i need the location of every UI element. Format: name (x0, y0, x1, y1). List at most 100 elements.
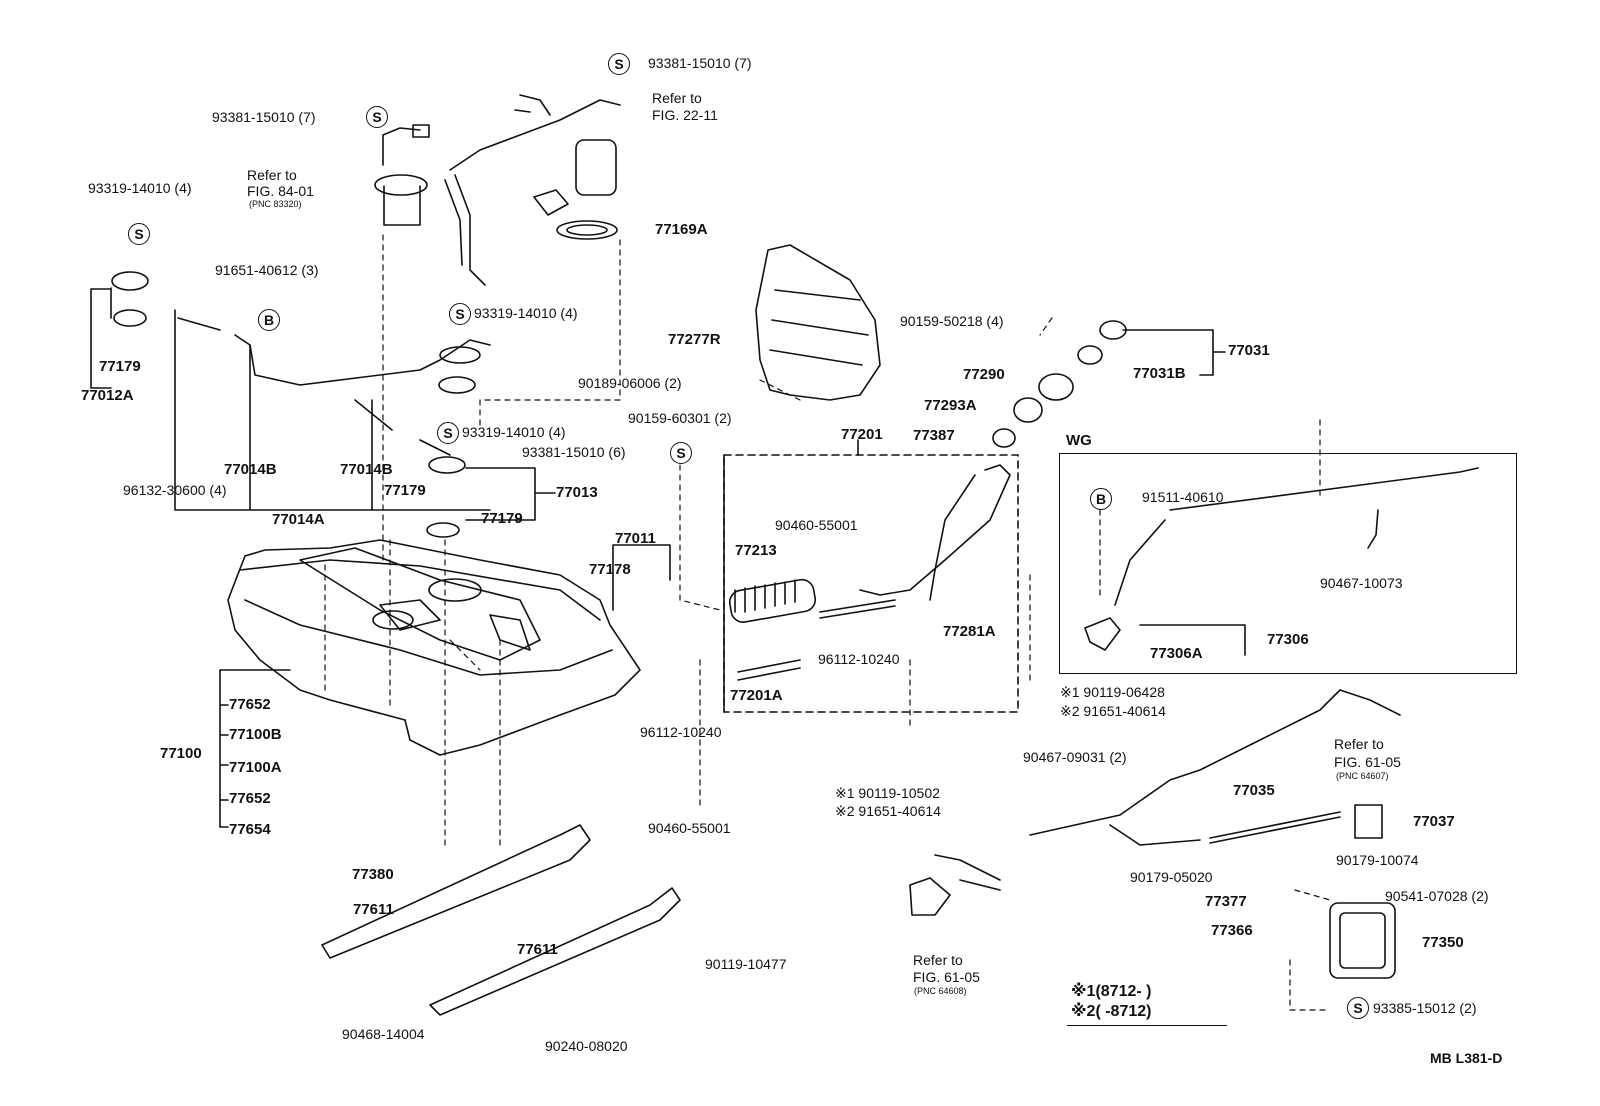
label-96132-30600: 96132-30600 (4) (123, 482, 227, 498)
label-90159-50218: 90159-50218 (4) (900, 313, 1004, 329)
label-pnc-64608: (PNC 64608) (914, 986, 967, 996)
label-77380: 77380 (352, 866, 394, 883)
label-90179-10074: 90179-10074 (1336, 852, 1419, 868)
filler-hose-77213 (728, 578, 817, 623)
label-96112-10240-left: 96112-10240 (640, 724, 722, 740)
legend-row-2: ※2( -8712) (1071, 1003, 1152, 1020)
ring-77387 (992, 428, 1016, 448)
label-77277r: 77277R (668, 331, 721, 348)
grommet-77179 (111, 271, 149, 291)
label-77654: 77654 (229, 821, 271, 838)
label-77014b-left: 77014B (224, 461, 277, 478)
label-fig-84-01: FIG. 84-01 (247, 183, 314, 199)
label-77169a: 77169A (655, 221, 708, 238)
label-77213: 77213 (735, 542, 777, 559)
label-93385-15012: 93385-15012 (2) (1373, 1000, 1477, 1016)
label-77031: 77031 (1228, 342, 1270, 359)
breather-hose-77201a (737, 659, 801, 681)
fuel-pump-body (575, 139, 617, 196)
label-refer-to-2: Refer to (247, 167, 297, 183)
label-93319-14010-lower: 93319-14010 (4) (462, 424, 566, 440)
label-93381-15010-lower: 93381-15010 (6) (522, 444, 626, 460)
tank-sender-opening (372, 610, 414, 630)
strap-77611-b (429, 887, 681, 1016)
fuel-tank-outline (227, 539, 641, 756)
label-90541-07028: 90541-07028 (2) (1385, 888, 1489, 904)
label-91651-40614-lower: ※2 91651-40614 (835, 803, 941, 819)
gasket-77169a (556, 220, 618, 240)
label-90159-60301: 90159-60301 (2) (628, 410, 732, 426)
label-96112-10240-right: 96112-10240 (818, 651, 900, 667)
s-circle-4: S (449, 303, 471, 325)
label-77014b-right: 77014B (340, 461, 393, 478)
legend-row-1: ※1(8712- ) (1071, 983, 1152, 1000)
label-77035: 77035 (1233, 782, 1275, 799)
label-77611-bottom: 77611 (517, 941, 558, 958)
label-77037: 77037 (1413, 813, 1455, 830)
s-circle-5: S (437, 422, 459, 444)
label-fig-61-05-b: FIG. 61-05 (913, 969, 980, 985)
hose-77014b-right (354, 399, 393, 431)
heat-shield-77277r (755, 244, 881, 401)
s-circle-3: S (128, 223, 150, 245)
pipe-77014a (234, 334, 491, 386)
label-77350: 77350 (1422, 934, 1464, 951)
label-77013: 77013 (556, 484, 598, 501)
opener-cable-wg (1114, 467, 1479, 606)
legend-box: ※1(8712- ) ※2( -8712) (1071, 982, 1151, 1022)
fuel-lid-77350 (1329, 902, 1396, 979)
label-77179-b: 77179 (384, 482, 426, 499)
label-91651-40614-right: ※2 91651-40614 (1060, 703, 1166, 719)
hose-77014b-left (177, 317, 221, 331)
legend-underline (1067, 1025, 1227, 1026)
label-90460-55001-top: 90460-55001 (775, 517, 858, 533)
label-77377: 77377 (1205, 893, 1247, 910)
gasket-77290 (1038, 373, 1074, 401)
strap-77611-a (321, 824, 591, 959)
label-90468-14004: 90468-14004 (342, 1026, 425, 1042)
label-77281a: 77281A (943, 623, 996, 640)
diagram-id: MB L381-D (1430, 1050, 1503, 1066)
s-circle-1: S (608, 53, 630, 75)
label-77652-top: 77652 (229, 696, 271, 713)
b-circle-1: B (258, 309, 280, 331)
tank-pump-opening (428, 578, 482, 602)
label-91511-40610: 91511-40610 (1142, 489, 1224, 505)
label-pnc-83320: (PNC 83320) (249, 199, 302, 209)
label-77611-top: 77611 (353, 901, 394, 918)
b-circle-2: B (1090, 488, 1112, 510)
label-77100a: 77100A (229, 759, 282, 776)
label-90179-05020: 90179-05020 (1130, 869, 1213, 885)
label-77100: 77100 (160, 745, 202, 762)
label-93381-15010-top: 93381-15010 (7) (648, 55, 752, 71)
label-90189-06006: 90189-06006 (2) (578, 375, 682, 391)
label-fig-61-05-a: FIG. 61-05 (1334, 754, 1401, 770)
fuel-pump-lines (444, 99, 621, 286)
sender-unit (382, 127, 421, 226)
label-93319-14010-left: 93319-14010 (4) (88, 180, 192, 196)
wg-section-box (1059, 453, 1517, 674)
s-circle-7: S (1347, 997, 1369, 1019)
label-90119-10502: ※1 90119-10502 (835, 785, 940, 801)
label-fig-22-11: FIG. 22-11 (652, 107, 718, 123)
opener-cable-77035 (1029, 689, 1401, 846)
label-77652-bottom: 77652 (229, 790, 271, 807)
label-90467-09031: 90467-09031 (2) (1023, 749, 1127, 765)
s-circle-6: S (670, 442, 692, 464)
filler-pipe-77201 (859, 464, 1011, 601)
label-77178: 77178 (589, 561, 631, 578)
label-77014a: 77014A (272, 511, 325, 528)
label-93381-15010-left: 93381-15010 (7) (212, 109, 316, 125)
label-77201: 77201 (841, 426, 883, 443)
label-90119-10477: 90119-10477 (705, 956, 787, 972)
label-77031b: 77031B (1133, 365, 1186, 382)
label-pnc-64607: (PNC 64607) (1336, 771, 1389, 781)
label-91651-40612: 91651-40612 (3) (215, 262, 319, 278)
label-77011: 77011 (615, 530, 656, 547)
label-wg: WG (1066, 432, 1092, 449)
s-circle-2: S (366, 106, 388, 128)
label-77201a: 77201A (730, 687, 783, 704)
label-90240-08020: 90240-08020 (545, 1038, 628, 1054)
